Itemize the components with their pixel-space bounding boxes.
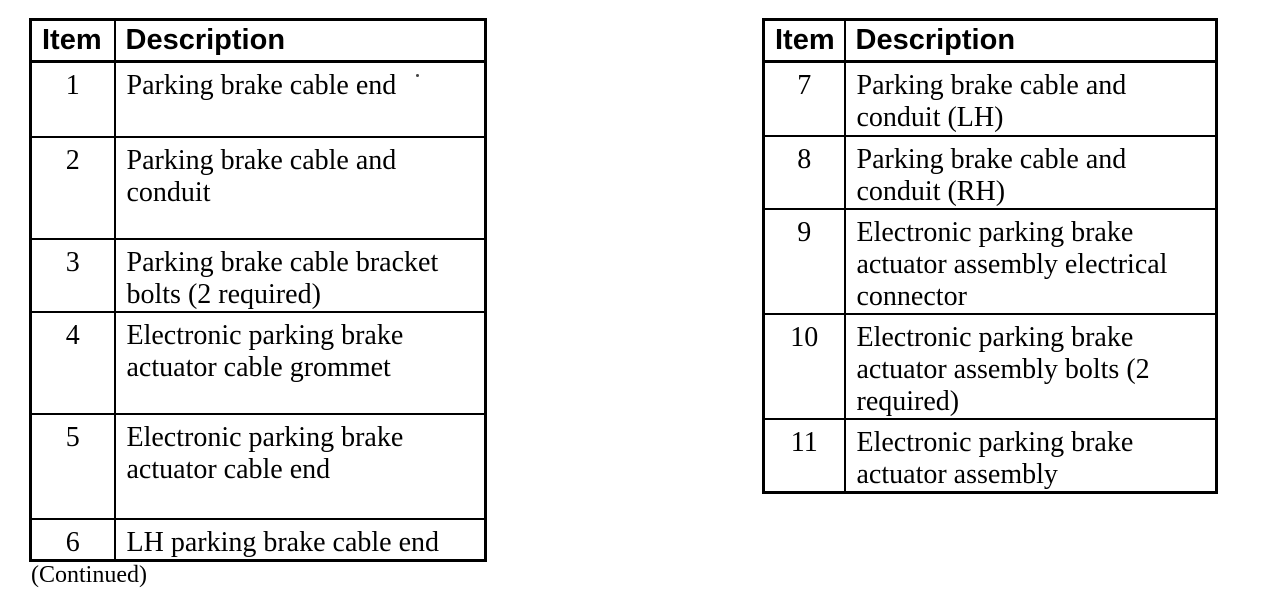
column-header-item: Item bbox=[29, 18, 116, 63]
table-row: 10 Electronic parking brake actuator ass… bbox=[762, 312, 1218, 420]
scan-artifact-dot bbox=[416, 74, 419, 77]
item-number: 10 bbox=[762, 312, 846, 420]
header-row: Item Description bbox=[29, 18, 487, 63]
item-number: 7 bbox=[762, 60, 846, 137]
item-description: Parking brake cable and conduit (LH) bbox=[843, 60, 1218, 137]
item-description: Electronic parking brake actuator assemb… bbox=[843, 417, 1218, 493]
parts-table-items-7-11: Item Description 7 Parking brake cable a… bbox=[762, 18, 1218, 494]
item-number: 5 bbox=[29, 412, 116, 520]
parts-table-items-1-6: Item Description 1 Parking brake cable e… bbox=[29, 18, 487, 562]
table-row: 1 Parking brake cable end bbox=[29, 60, 487, 138]
table-row: 7 Parking brake cable and conduit (LH) bbox=[762, 60, 1218, 137]
item-description: Parking brake cable and conduit (RH) bbox=[843, 134, 1218, 210]
item-number: 2 bbox=[29, 135, 116, 240]
item-description: Electronic parking brake actuator assemb… bbox=[843, 207, 1218, 315]
item-number: 1 bbox=[29, 60, 116, 138]
header-row: Item Description bbox=[762, 18, 1218, 63]
table-row: 11 Electronic parking brake actuator ass… bbox=[762, 417, 1218, 493]
item-description: Parking brake cable bracket bolts (2 req… bbox=[113, 237, 487, 313]
table-row: 5 Electronic parking brake actuator cabl… bbox=[29, 412, 487, 520]
item-number: 11 bbox=[762, 417, 846, 493]
column-header-description: Description bbox=[113, 18, 487, 63]
item-number: 8 bbox=[762, 134, 846, 210]
item-number: 9 bbox=[762, 207, 846, 315]
column-header-description: Description bbox=[843, 18, 1218, 63]
item-description: Electronic parking brake actuator cable … bbox=[113, 412, 487, 520]
item-number: 4 bbox=[29, 310, 116, 415]
table-row: 6 LH parking brake cable end bbox=[29, 517, 487, 562]
table-row: 2 Parking brake cable and conduit bbox=[29, 135, 487, 240]
table-row: 3 Parking brake cable bracket bolts (2 r… bbox=[29, 237, 487, 313]
item-description: Electronic parking brake actuator cable … bbox=[113, 310, 487, 415]
item-description: Parking brake cable and conduit bbox=[113, 135, 487, 240]
item-number: 3 bbox=[29, 237, 116, 313]
continued-note: (Continued) bbox=[31, 562, 147, 588]
item-description: Parking brake cable end bbox=[113, 60, 487, 138]
item-description: Electronic parking brake actuator assemb… bbox=[843, 312, 1218, 420]
table-row: 8 Parking brake cable and conduit (RH) bbox=[762, 134, 1218, 210]
column-header-item: Item bbox=[762, 18, 846, 63]
table-row: 4 Electronic parking brake actuator cabl… bbox=[29, 310, 487, 415]
item-number: 6 bbox=[29, 517, 116, 562]
item-description: LH parking brake cable end bbox=[113, 517, 487, 562]
table-row: 9 Electronic parking brake actuator asse… bbox=[762, 207, 1218, 315]
